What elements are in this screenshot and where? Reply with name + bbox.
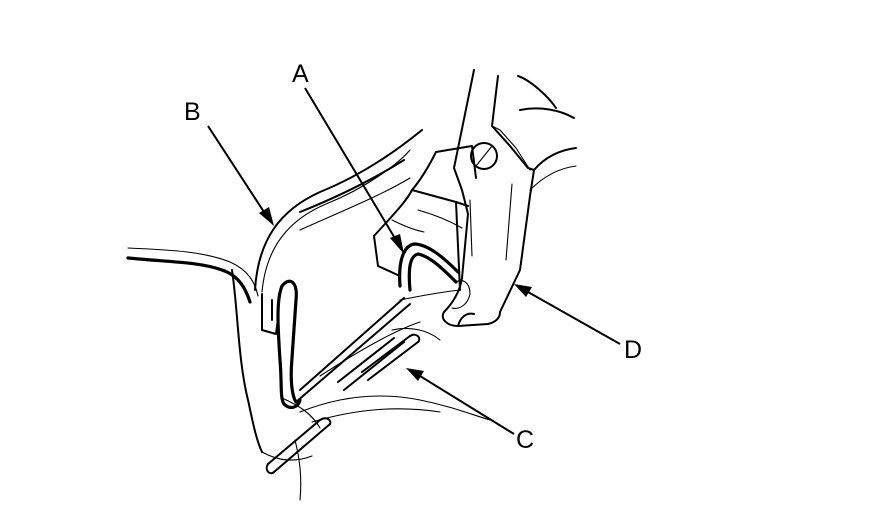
callout-label-a: A — [292, 60, 309, 88]
spring-clip — [276, 242, 460, 410]
callout-d: D — [514, 284, 642, 364]
body-panel-outline — [126, 247, 491, 501]
callout-label-b: B — [184, 98, 201, 126]
guide-rods — [265, 321, 441, 475]
removal-tool — [441, 69, 577, 327]
clip-retainer — [254, 129, 423, 335]
callout-c: C — [406, 368, 534, 454]
callout-b: B — [184, 98, 274, 226]
callout-label-c: C — [516, 426, 534, 454]
latch-housing — [373, 145, 477, 301]
callout-a: A — [292, 60, 404, 254]
callout-label-d: D — [624, 336, 642, 364]
